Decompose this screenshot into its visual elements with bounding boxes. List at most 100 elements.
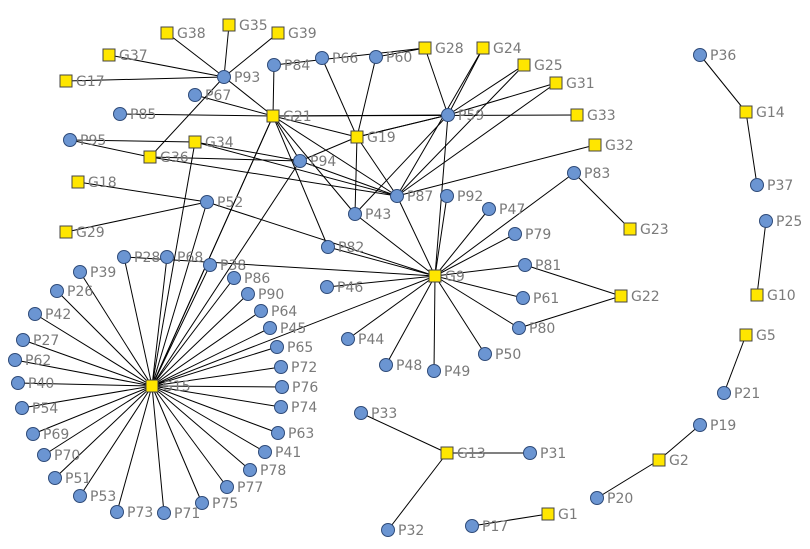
node-p43[interactable]: P43 <box>348 207 392 223</box>
node-p84[interactable]: P84 <box>267 58 311 74</box>
node-p38[interactable]: P38 <box>203 258 247 274</box>
node-g21[interactable]: G21 <box>266 109 312 125</box>
node-g1[interactable]: G1 <box>541 507 578 523</box>
group-square-icon <box>428 269 442 283</box>
node-p90[interactable]: P90 <box>241 287 285 303</box>
group-square-icon <box>588 138 602 152</box>
node-p66[interactable]: P66 <box>315 51 359 67</box>
node-p50[interactable]: P50 <box>478 347 522 363</box>
node-g14[interactable]: G14 <box>739 105 785 121</box>
node-p51[interactable]: P51 <box>48 471 92 487</box>
node-g35[interactable]: G35 <box>222 18 268 34</box>
node-p54[interactable]: P54 <box>15 401 59 417</box>
node-g15[interactable]: G15 <box>145 379 191 395</box>
node-p65[interactable]: P65 <box>270 340 314 356</box>
node-g24[interactable]: G24 <box>476 41 522 57</box>
node-p42[interactable]: P42 <box>28 307 72 323</box>
node-g18[interactable]: G18 <box>71 175 117 191</box>
node-label: P50 <box>495 347 521 363</box>
node-p41[interactable]: P41 <box>258 445 302 461</box>
edge-g15-p62 <box>14 359 153 387</box>
edge-p47-g9 <box>434 208 490 277</box>
node-p21[interactable]: P21 <box>717 386 761 402</box>
node-p52[interactable]: P52 <box>200 195 244 211</box>
node-g28[interactable]: G28 <box>418 41 464 57</box>
edge-p94-g21 <box>272 115 301 162</box>
node-p82[interactable]: P82 <box>321 240 365 256</box>
node-g9[interactable]: G9 <box>428 269 465 285</box>
node-g23[interactable]: G23 <box>623 222 669 238</box>
node-p70[interactable]: P70 <box>37 448 81 464</box>
node-p86[interactable]: P86 <box>227 271 271 287</box>
node-p53[interactable]: P53 <box>73 489 117 505</box>
node-g2[interactable]: G2 <box>652 453 689 469</box>
node-g22[interactable]: G22 <box>614 289 660 305</box>
node-p71[interactable]: P71 <box>157 506 201 522</box>
node-g10[interactable]: G10 <box>750 288 796 304</box>
node-p20[interactable]: P20 <box>590 491 634 507</box>
node-g25[interactable]: G25 <box>517 58 563 74</box>
node-p32[interactable]: P32 <box>381 523 425 539</box>
node-p93[interactable]: P93 <box>217 70 261 86</box>
node-p40[interactable]: P40 <box>11 376 55 392</box>
node-g36[interactable]: G36 <box>143 150 189 166</box>
node-p61[interactable]: P61 <box>516 291 560 307</box>
node-p60[interactable]: P60 <box>369 50 413 66</box>
node-g31[interactable]: G31 <box>549 76 595 92</box>
node-p83[interactable]: P83 <box>567 166 611 182</box>
node-p67[interactable]: P67 <box>188 88 232 104</box>
node-p62[interactable]: P62 <box>8 353 52 369</box>
node-p49[interactable]: P49 <box>427 364 471 380</box>
node-p59[interactable]: P59 <box>441 108 485 124</box>
node-p25[interactable]: P25 <box>759 214 803 230</box>
node-p94[interactable]: P94 <box>293 154 337 170</box>
node-g39[interactable]: G39 <box>271 26 317 42</box>
node-p87[interactable]: P87 <box>390 189 434 205</box>
node-p19[interactable]: P19 <box>693 418 737 434</box>
node-p39[interactable]: P39 <box>73 265 117 281</box>
node-p69[interactable]: P69 <box>26 427 70 443</box>
node-p31[interactable]: P31 <box>523 446 567 462</box>
node-label: G18 <box>88 175 117 191</box>
node-p17[interactable]: P17 <box>465 519 509 535</box>
node-g37[interactable]: G37 <box>102 48 148 64</box>
node-p48[interactable]: P48 <box>379 358 423 374</box>
node-g29[interactable]: G29 <box>59 225 105 241</box>
node-g33[interactable]: G33 <box>570 108 616 124</box>
node-label: P27 <box>33 333 59 349</box>
node-p73[interactable]: P73 <box>110 505 154 521</box>
node-g5[interactable]: G5 <box>739 328 776 344</box>
node-p80[interactable]: P80 <box>512 321 556 337</box>
node-label: P70 <box>54 448 80 464</box>
node-p26[interactable]: P26 <box>50 284 94 300</box>
node-p44[interactable]: P44 <box>341 332 385 348</box>
node-p63[interactable]: P63 <box>271 426 315 442</box>
node-p77[interactable]: P77 <box>220 480 264 496</box>
node-p46[interactable]: P46 <box>320 280 364 296</box>
node-g32[interactable]: G32 <box>588 138 634 154</box>
node-p37[interactable]: P37 <box>750 178 794 194</box>
node-p36[interactable]: P36 <box>693 48 737 64</box>
node-p64[interactable]: P64 <box>254 304 298 320</box>
node-p68[interactable]: P68 <box>160 250 204 266</box>
node-g19[interactable]: G19 <box>350 130 396 146</box>
node-p47[interactable]: P47 <box>482 202 526 218</box>
node-g34[interactable]: G34 <box>188 135 234 151</box>
node-p81[interactable]: P81 <box>518 258 562 274</box>
node-g17[interactable]: G17 <box>59 74 105 90</box>
node-p76[interactable]: P76 <box>275 380 319 396</box>
node-p74[interactable]: P74 <box>274 400 318 416</box>
node-p95[interactable]: P95 <box>63 133 107 149</box>
node-p28[interactable]: P28 <box>117 250 161 266</box>
node-p78[interactable]: P78 <box>243 463 287 479</box>
node-p33[interactable]: P33 <box>354 406 398 422</box>
node-p72[interactable]: P72 <box>274 360 318 376</box>
node-p75[interactable]: P75 <box>195 496 239 512</box>
node-g38[interactable]: G38 <box>160 26 206 42</box>
node-p85[interactable]: P85 <box>113 107 157 123</box>
node-p27[interactable]: P27 <box>16 333 60 349</box>
node-p45[interactable]: P45 <box>263 321 307 337</box>
node-g13[interactable]: G13 <box>440 446 486 462</box>
node-p92[interactable]: P92 <box>440 189 484 205</box>
node-p79[interactable]: P79 <box>508 227 552 243</box>
